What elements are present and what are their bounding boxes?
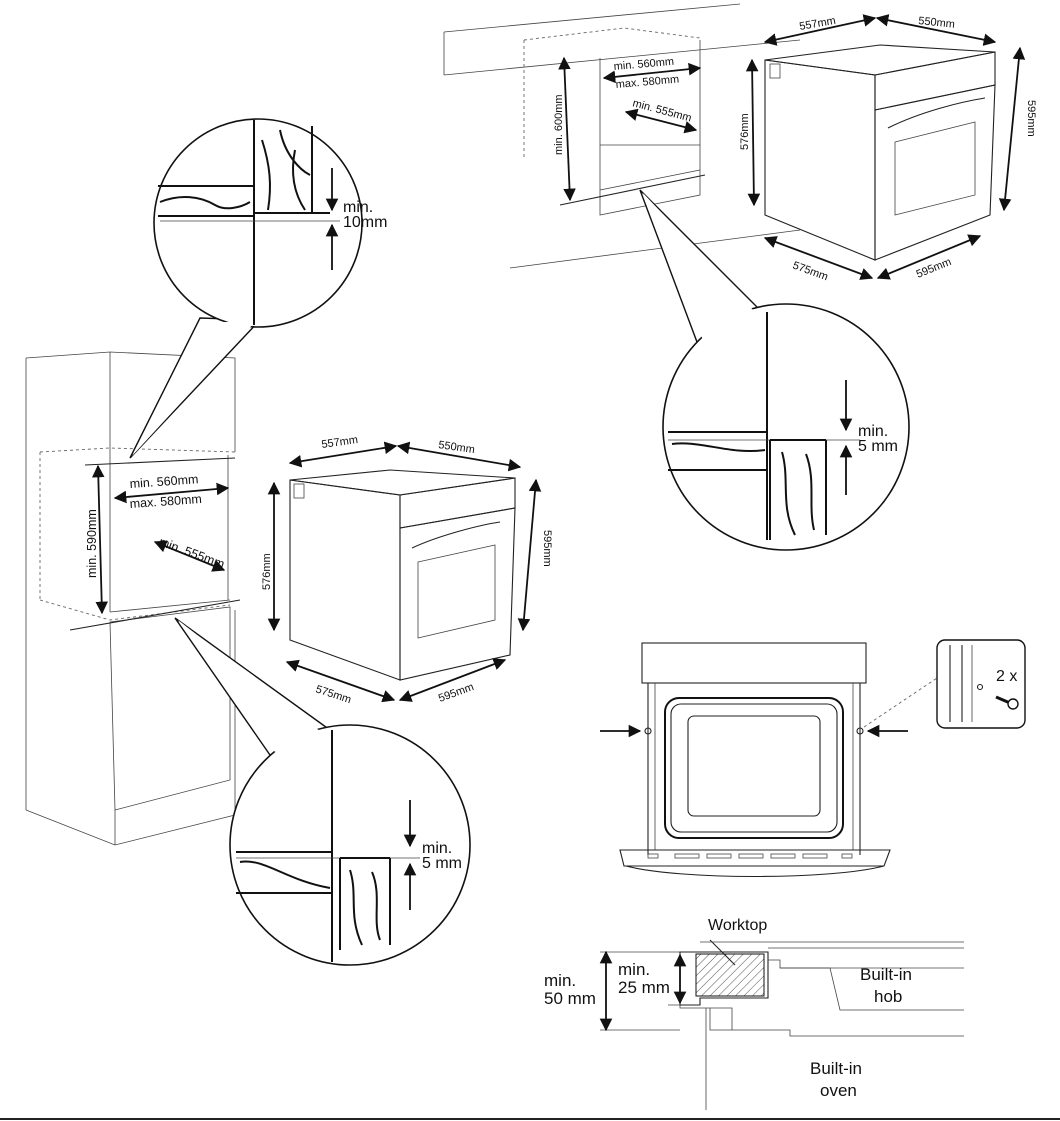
tall-width-min-label: min. 560mm	[129, 472, 199, 491]
detail-top-value: 10mm	[343, 214, 387, 231]
tall-width-arrow	[113, 482, 230, 504]
oven-right-right-height: 595mm	[1025, 100, 1037, 137]
oven-center-bottom-left: 575mm	[314, 683, 353, 706]
detail-top-min: min.	[343, 199, 373, 216]
detail-bottom-min: min.	[422, 840, 452, 857]
oven-center-right-height: 595mm	[541, 530, 553, 567]
under-counter-detail: min. 5 mm	[639, 189, 910, 551]
oven-center-top-right: 550mm	[438, 439, 476, 456]
detail-bottom-value: 5 mm	[422, 855, 462, 872]
oven-right: 557mm 550mm 576mm 595mm 575mm 595mm	[739, 14, 1037, 284]
uc-height-label: min. 600mm	[553, 94, 565, 155]
tall-height-arrow	[92, 464, 108, 615]
oven-center-top-left: 557mm	[321, 434, 359, 451]
screw-detail: 2 x	[936, 639, 1026, 729]
min25-line1: min.	[618, 960, 650, 979]
hob-section: Worktop min. 50 mm min. 25 mm Built-in h…	[544, 917, 964, 1110]
tall-width-max-label: max. 580mm	[129, 492, 202, 511]
min50-line1: min.	[544, 971, 576, 990]
oven-center-left-height: 576mm	[261, 553, 273, 590]
tall-depth-label: min. 555mm	[157, 535, 226, 572]
worktop-label: Worktop	[708, 917, 767, 934]
hob-label-1: Built-in	[860, 965, 912, 984]
tall-height-label: min. 590mm	[85, 509, 99, 578]
uc-width-max-label: max. 580mm	[615, 73, 679, 90]
oven-label-1: Built-in	[810, 1059, 862, 1078]
tall-unit: min. 590mm min. 560mm max. 580mm min. 55…	[25, 351, 241, 846]
vent-slots	[647, 853, 853, 859]
worktop-hatch	[695, 953, 765, 997]
hob-label-2: hob	[874, 987, 902, 1006]
detail-callout-bottom: min. 5 mm	[174, 617, 471, 966]
oven-label-2: oven	[820, 1081, 857, 1100]
tall-depth-arrow	[153, 540, 226, 572]
uc-width-min-label: min. 560mm	[613, 56, 674, 73]
screw-icon	[995, 695, 1019, 710]
oven-center: 557mm 550mm 576mm 595mm 575mm 595mm	[261, 434, 553, 706]
screw-count: 2 x	[996, 668, 1017, 685]
uc-detail-min: min.	[858, 423, 888, 440]
oven-right-bottom-left: 575mm	[791, 260, 830, 284]
oven-right-top-right: 550mm	[918, 15, 956, 31]
min50-line2: 50 mm	[544, 989, 596, 1008]
oven-front-view	[600, 642, 941, 878]
uc-detail-value: 5 mm	[858, 438, 898, 455]
oven-right-left-height: 576mm	[739, 113, 751, 150]
detail-callout-top: min. 10mm	[129, 118, 387, 459]
min25-line2: 25 mm	[618, 978, 670, 997]
